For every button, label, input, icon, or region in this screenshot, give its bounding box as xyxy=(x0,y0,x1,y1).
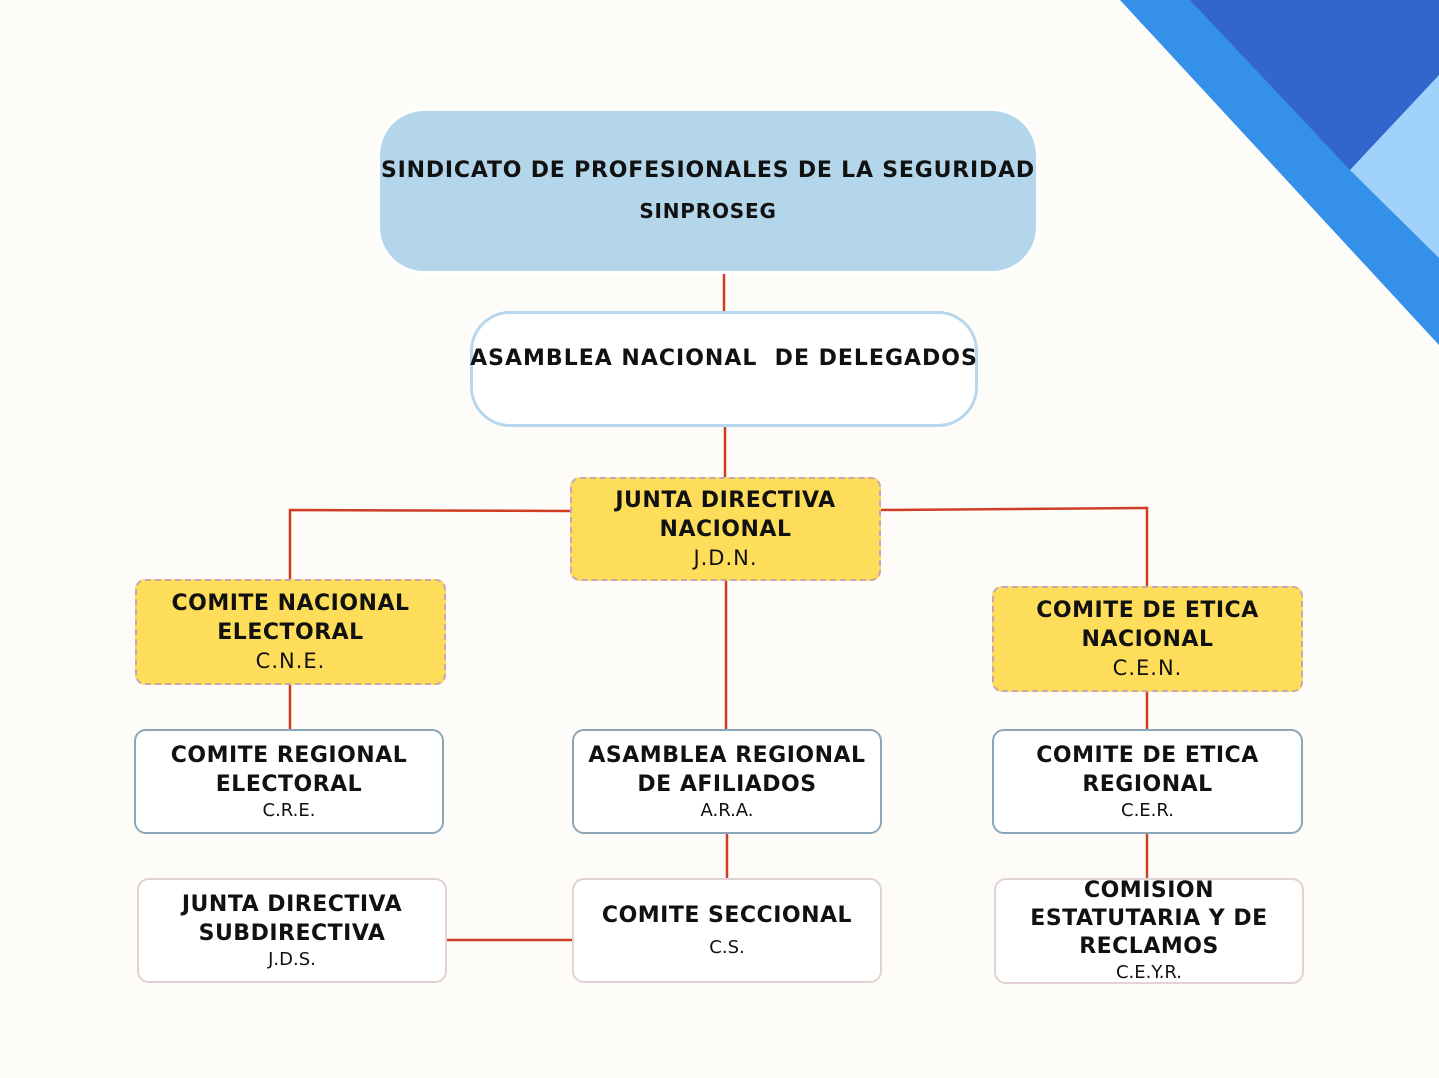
connector-jdn-to-cen xyxy=(880,506,1149,586)
node-jds-line1: JUNTA DIRECTIVA xyxy=(181,891,403,917)
node-cer-line1: COMITE DE ETICA xyxy=(1036,742,1259,768)
node-cne-line1: COMITE NACIONAL xyxy=(171,591,410,616)
node-cs-abbr: C.S. xyxy=(709,937,745,958)
connector-jdn-to-cne xyxy=(288,508,571,579)
node-cne-line2: ELECTORAL xyxy=(217,620,364,645)
node-ceyr-line2: ESTATUTARIA Y DE xyxy=(1030,906,1268,931)
node-cer: COMITE DE ETICA REGIONAL C.E.R. xyxy=(992,729,1303,834)
node-cer-abbr: C.E.R. xyxy=(1121,799,1174,821)
node-ara-line2: DE AFILIADOS xyxy=(637,771,817,797)
node-asamblea-nacional-title: ASAMBLEA NACIONAL DE DELEGADOS xyxy=(470,346,978,371)
node-ceyr-line1: COMISION xyxy=(1083,878,1215,903)
node-ara-abbr: A.R.A. xyxy=(700,799,754,821)
corner-triangle-light-blue xyxy=(1350,75,1439,258)
node-sinproseg: SINDICATO DE PROFESIONALES DE LA SEGURID… xyxy=(380,111,1036,271)
node-jdn-line2: NACIONAL xyxy=(659,517,792,542)
node-cre-line1: COMITE REGIONAL xyxy=(170,742,408,768)
node-ara-line1: ASAMBLEA REGIONAL xyxy=(588,742,866,768)
node-jds-abbr: J.D.S. xyxy=(268,948,316,970)
node-ceyr-line3: RECLAMOS xyxy=(1079,934,1219,959)
node-cen-line1: COMITE DE ETICA xyxy=(1036,598,1259,623)
node-jds: JUNTA DIRECTIVA SUBDIRECTIVA J.D.S. xyxy=(137,878,447,983)
node-cen-abbr: C.E.N. xyxy=(1112,656,1183,680)
node-cen: COMITE DE ETICA NACIONAL C.E.N. xyxy=(992,586,1303,692)
node-cer-line2: REGIONAL xyxy=(1082,771,1213,797)
node-cen-line2: NACIONAL xyxy=(1081,627,1214,652)
node-jdn-line1: JUNTA DIRECTIVA xyxy=(615,488,836,513)
node-sinproseg-title: SINDICATO DE PROFESIONALES DE LA SEGURID… xyxy=(381,158,1035,183)
node-cs-line1: COMITE SECCIONAL xyxy=(601,903,853,928)
node-cre-abbr: C.R.E. xyxy=(262,799,316,821)
node-cs: COMITE SECCIONAL C.S. xyxy=(572,878,882,983)
node-cne-abbr: C.N.E. xyxy=(255,649,326,673)
node-ceyr-abbr: C.E.Y.R. xyxy=(1115,962,1183,983)
node-cne: COMITE NACIONAL ELECTORAL C.N.E. xyxy=(135,579,446,685)
node-jdn: JUNTA DIRECTIVA NACIONAL J.D.N. xyxy=(570,477,881,581)
node-asamblea-nacional: ASAMBLEA NACIONAL DE DELEGADOS xyxy=(470,311,978,427)
node-cre: COMITE REGIONAL ELECTORAL C.R.E. xyxy=(134,729,444,834)
node-ara: ASAMBLEA REGIONAL DE AFILIADOS A.R.A. xyxy=(572,729,882,834)
node-ceyr: COMISION ESTATUTARIA Y DE RECLAMOS C.E.Y… xyxy=(994,878,1304,984)
node-sinproseg-subtitle: SINPROSEG xyxy=(639,199,777,223)
node-jds-line2: SUBDIRECTIVA xyxy=(198,920,386,946)
corner-triangle-dark-blue xyxy=(1190,0,1439,170)
node-jdn-abbr: J.D.N. xyxy=(693,546,758,570)
node-cre-line2: ELECTORAL xyxy=(215,771,363,797)
